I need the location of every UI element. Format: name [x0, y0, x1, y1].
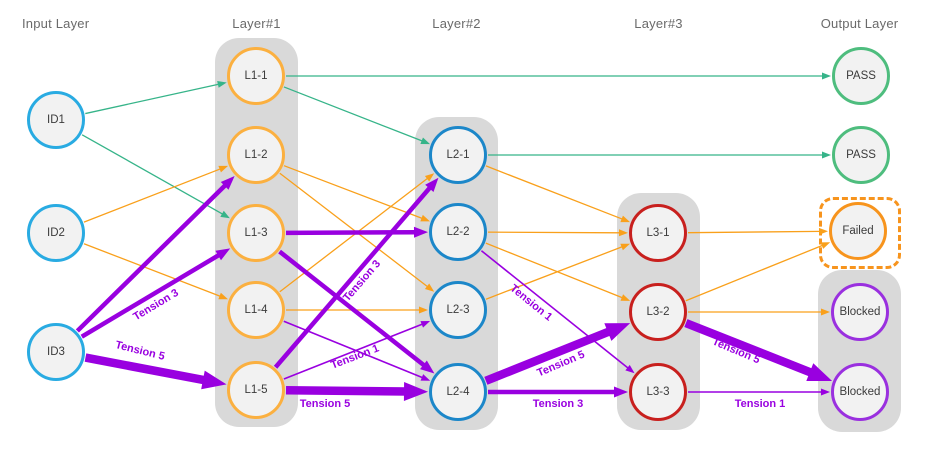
edge-L1-3-L2-4 [278, 249, 427, 368]
node-L2-4[interactable]: L2-4 [429, 363, 487, 421]
edge-ID3-L1-3 [80, 252, 222, 339]
edge-ID2-L1-2 [83, 168, 222, 223]
node-Failed[interactable]: Failed [829, 202, 887, 260]
edge-ID1-L1-3 [81, 134, 224, 216]
edge-label-L3-2-Blocked2: Tension 5 [710, 335, 762, 367]
header-input-layer: Input Layer [22, 16, 90, 31]
arrowhead-L1-1-PASS1 [822, 72, 831, 80]
node-ID1[interactable]: ID1 [27, 91, 85, 149]
edge-L2-2-L3-1 [487, 231, 621, 234]
node-ID3[interactable]: ID3 [27, 323, 85, 381]
edge-L2-1-L3-1 [485, 165, 624, 220]
node-L1-2[interactable]: L1-2 [227, 126, 285, 184]
edge-label-ID3-L1-3: Tension 3 [131, 286, 181, 324]
node-L3-2[interactable]: L3-2 [629, 283, 687, 341]
node-L2-1[interactable]: L2-1 [429, 126, 487, 184]
edge-L3-1-Failed [687, 230, 821, 234]
node-L2-2[interactable]: L2-2 [429, 203, 487, 261]
edge-ID2-L1-4 [83, 243, 222, 298]
node-PASS2[interactable]: PASS [832, 126, 890, 184]
node-L1-3[interactable]: L1-3 [227, 204, 285, 262]
edge-ID1-L1-1 [85, 83, 220, 115]
node-L1-5[interactable]: L1-5 [227, 361, 285, 419]
edge-L2-4-L3-2 [484, 326, 613, 385]
edge-L1-1-L2-1 [283, 86, 424, 142]
edge-label-L1-5-L2-4: Tension 5 [299, 398, 351, 410]
node-ID2[interactable]: ID2 [27, 204, 85, 262]
edge-L3-2-Failed [685, 244, 824, 302]
edge-label-L2-2-L3-3: Tension 1 [507, 282, 555, 324]
node-L3-3[interactable]: L3-3 [629, 363, 687, 421]
edge-L1-2-L2-3 [279, 172, 429, 288]
header-layer3: Layer#3 [634, 16, 683, 31]
edge-L2-2-L3-2 [485, 242, 624, 299]
edge-L1-4-L2-1 [279, 177, 429, 293]
edge-label-ID3-L1-5: Tension 5 [114, 339, 166, 363]
edge-label-L2-4-L3-3: Tension 3 [532, 398, 584, 410]
node-Blocked2[interactable]: Blocked [831, 363, 889, 421]
node-L1-4[interactable]: L1-4 [227, 281, 285, 339]
edge-label-L1-5-L2-1: Tension 3 [340, 257, 384, 305]
node-L3-1[interactable]: L3-1 [629, 204, 687, 262]
header-layer2: Layer#2 [432, 16, 481, 31]
edge-L1-4-L2-4 [283, 320, 424, 379]
node-L2-3[interactable]: L2-3 [429, 281, 487, 339]
node-L1-1[interactable]: L1-1 [227, 47, 285, 105]
node-PASS1[interactable]: PASS [832, 47, 890, 105]
arrowhead-L2-1-PASS2 [822, 151, 831, 159]
header-layer1: Layer#1 [232, 16, 281, 31]
edge-ID3-L1-5 [84, 353, 208, 385]
edge-L1-5-L2-4 [285, 386, 408, 396]
edge-L3-2-Blocked2 [684, 319, 815, 378]
edge-L2-2-L3-3 [480, 250, 630, 370]
edge-label-L2-4-L3-2: Tension 5 [535, 348, 587, 380]
edge-L1-3-L2-2 [285, 229, 417, 236]
header-output-layer: Output Layer [820, 16, 899, 31]
edge-label-L1-5-L2-3: Tension 1 [329, 342, 381, 372]
edge-label-L3-3-Blocked2: Tension 1 [734, 398, 786, 410]
edge-ID3-L1-2 [75, 182, 228, 333]
edge-L1-5-L2-3 [283, 323, 424, 380]
node-Blocked1[interactable]: Blocked [831, 283, 889, 341]
edge-L1-2-L2-2 [283, 165, 424, 220]
edge-L2-3-L3-1 [485, 245, 624, 300]
edge-L1-5-L2-1 [273, 185, 433, 369]
